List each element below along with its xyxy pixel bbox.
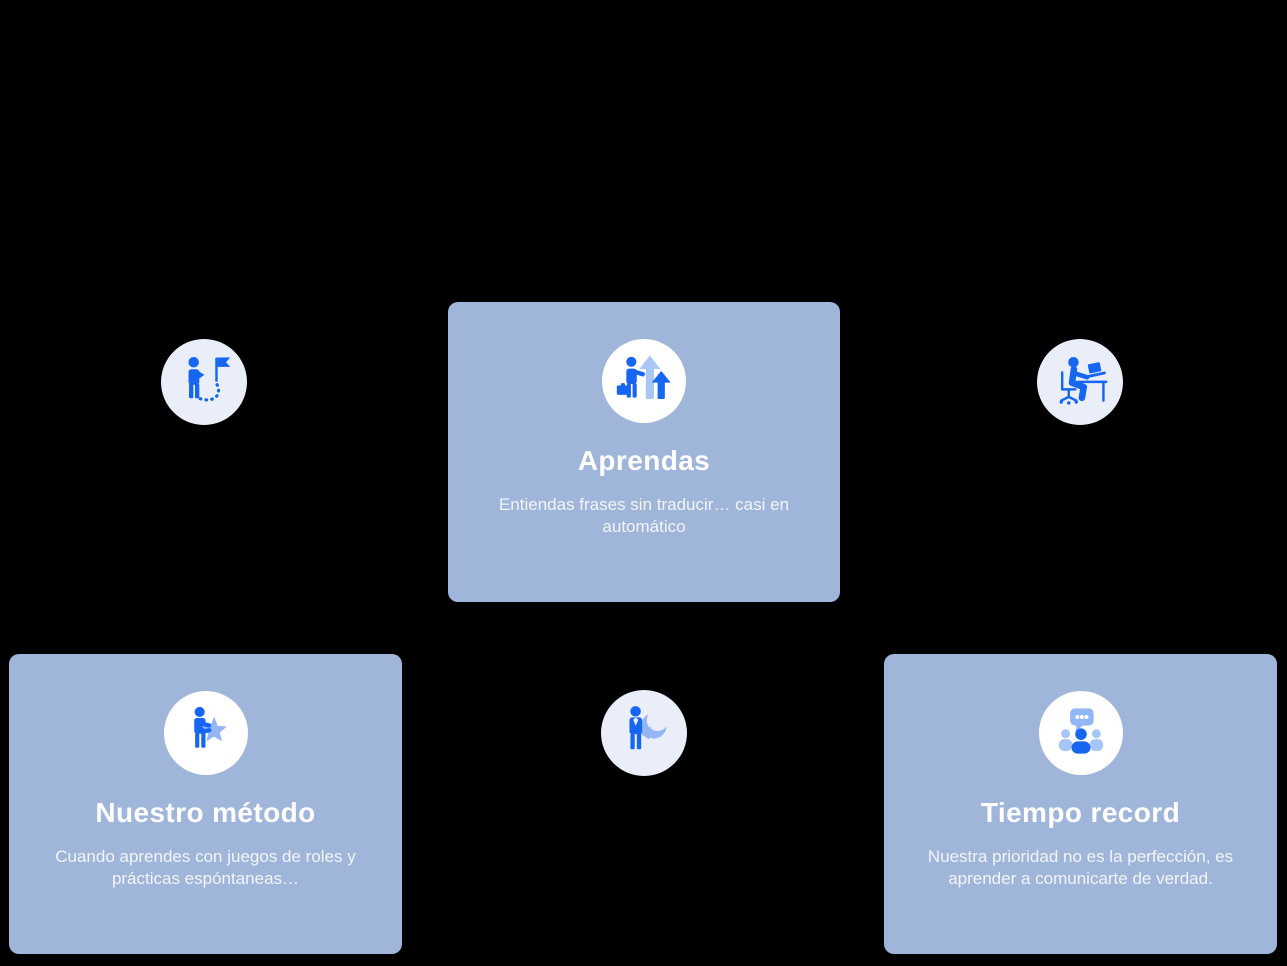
card-body: Nuestra prioridad no es la perfección, e… <box>928 846 1233 889</box>
card-title: Aprendas <box>577 445 711 476</box>
card-body: Entiendas frases sin traducir… casi en a… <box>499 494 789 537</box>
feature-card-tiempo-record[interactable]: Tiempo record Nuestra prioridad no es la… <box>884 654 1277 954</box>
card-body-line: Entiendas frases sin traducir… casi en <box>498 495 790 514</box>
card-icon-circle <box>602 339 686 423</box>
career-growth-icon <box>615 350 673 413</box>
feature-tile-collapsed-practice[interactable] <box>1037 339 1123 425</box>
card-body-line: automático <box>602 516 686 536</box>
feature-card-nuestro-metodo[interactable]: Nuestro método Cuando aprendes con juego… <box>9 654 402 954</box>
card-body-line: aprender a comunicarte de verdad. <box>948 868 1213 888</box>
card-title: Tiempo record <box>980 797 1181 828</box>
feature-card-aprendas[interactable]: Aprendas Entiendas frases sin traducir… … <box>448 302 840 602</box>
feature-tile-collapsed-goal[interactable] <box>161 339 247 425</box>
person-return-arrow-icon <box>614 701 674 766</box>
person-holding-star-icon <box>177 702 235 765</box>
card-body-line: prácticas espóntaneas… <box>111 868 300 888</box>
feature-tile-collapsed-retention[interactable] <box>601 690 687 776</box>
card-body-line: Cuando aprendes con juegos de roles y <box>55 847 356 866</box>
person-working-laptop-icon <box>1050 350 1110 415</box>
card-icon-circle <box>1038 691 1123 775</box>
group-conversation-icon <box>1052 702 1110 765</box>
card-body-line: Nuestra prioridad no es la perfección, e… <box>927 847 1234 866</box>
card-body: Cuando aprendes con juegos de roles y pr… <box>55 846 356 889</box>
person-path-to-flag-icon <box>174 350 234 415</box>
card-icon-circle <box>163 691 248 775</box>
card-title: Nuestro método <box>95 797 316 828</box>
